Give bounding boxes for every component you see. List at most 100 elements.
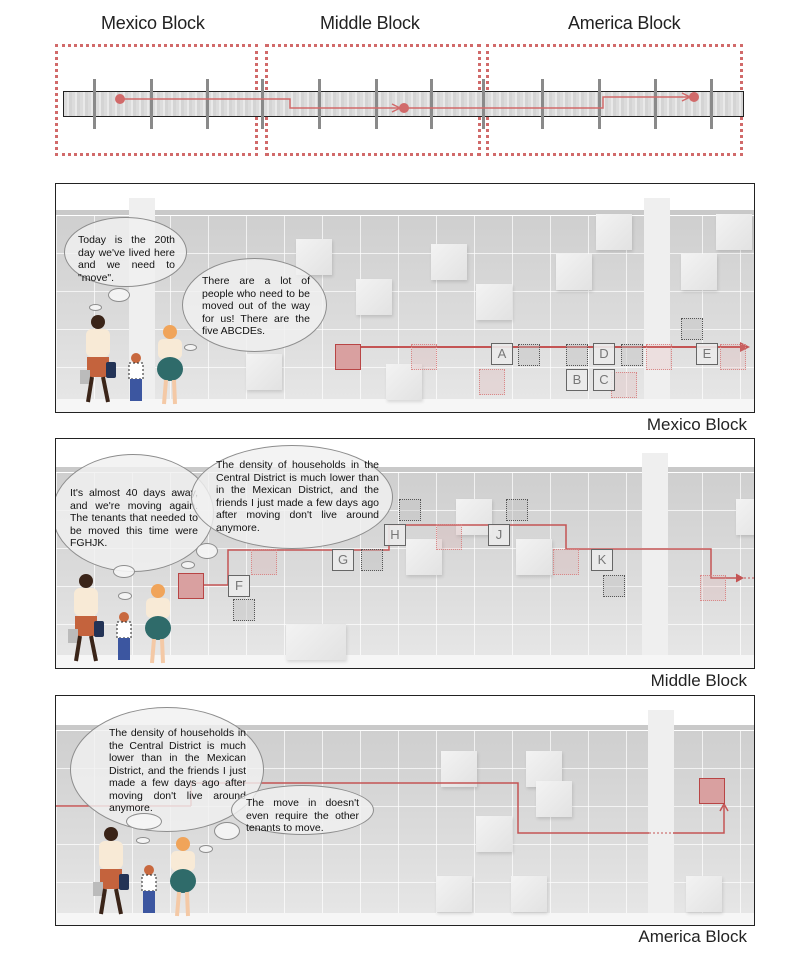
column-tick <box>375 79 378 129</box>
vacated-unit <box>646 344 672 370</box>
tenant-c: C <box>593 369 615 391</box>
roof-line <box>56 725 754 730</box>
unit-tile <box>286 624 346 660</box>
column-tick <box>482 79 485 129</box>
overview-title-mexico: Mexico Block <box>101 13 205 33</box>
tenant-d: D <box>593 343 615 365</box>
unit-tile <box>596 214 632 250</box>
floor <box>56 399 754 412</box>
vacated-unit <box>251 549 277 575</box>
vacated-unit <box>479 369 505 395</box>
thought-puff <box>181 561 195 569</box>
end-dot <box>689 92 699 102</box>
panel-label-middle: Middle Block <box>650 671 747 690</box>
panel-label-mexico: Mexico Block <box>646 415 747 434</box>
tenant-f: F <box>228 575 250 597</box>
roof-line <box>56 467 754 472</box>
structural-column <box>642 453 668 655</box>
column-tick <box>93 79 96 129</box>
speech-bubble <box>56 454 214 572</box>
unit-tile <box>441 751 477 787</box>
thought-puff <box>126 813 162 830</box>
tenant-b: B <box>566 369 588 391</box>
bubble-text: The density of households in the Central… <box>216 459 379 534</box>
tenant-h-target <box>399 499 421 521</box>
panel-middle: F G H J K It's almost 40 days away, and … <box>55 438 755 669</box>
route-line <box>356 346 748 348</box>
tenant-e-target <box>681 318 703 340</box>
unit-tile <box>476 284 512 320</box>
unit-tile <box>716 214 752 250</box>
tenant-g-target <box>361 549 383 571</box>
bubble-text: Today is the 20th day we've lived here a… <box>78 234 175 284</box>
overview-title-america: America Block <box>568 13 681 33</box>
tenant-h: H <box>384 524 406 546</box>
route-line <box>204 524 754 586</box>
speech-bubble <box>64 217 187 287</box>
thought-puff <box>184 344 197 351</box>
origin-home <box>178 573 204 599</box>
roof-line <box>56 210 754 215</box>
tenant-g: G <box>332 549 354 571</box>
unit-tile <box>516 539 552 575</box>
thought-puff <box>196 543 218 559</box>
thought-puff <box>108 288 130 302</box>
structural-column <box>648 710 674 913</box>
unit-tile <box>736 499 754 535</box>
vacated-unit <box>411 344 437 370</box>
family-illustration <box>68 574 171 664</box>
column-tick <box>598 79 601 129</box>
bubble-text: The move in doesn't even require the oth… <box>246 797 359 834</box>
tenant-k: K <box>591 549 613 571</box>
unit-tile <box>556 254 592 290</box>
speech-bubble <box>191 445 393 549</box>
tenant-k-target <box>603 575 625 597</box>
panel-america: The density of households in the Central… <box>55 695 755 926</box>
family-illustration <box>93 827 196 917</box>
speech-bubble <box>231 785 374 835</box>
unit-tile <box>431 244 467 280</box>
floor <box>56 655 754 668</box>
tenant-b-target <box>566 344 588 366</box>
unit-tile <box>686 876 722 912</box>
column-tick <box>710 79 713 129</box>
overview-route <box>115 92 699 113</box>
unit-tile <box>511 876 547 912</box>
vacated-unit <box>436 524 462 550</box>
column-tick <box>654 79 657 129</box>
column-tick <box>261 79 264 129</box>
thought-puff <box>199 845 213 853</box>
bubble-text: The density of households in the Central… <box>109 727 246 814</box>
middle-dot <box>399 103 409 113</box>
start-dot <box>115 94 125 104</box>
speech-bubble <box>182 258 327 352</box>
thought-puff <box>214 822 240 840</box>
origin-home <box>335 344 361 370</box>
bubble-text: It's almost 40 days away, and we're movi… <box>70 487 198 549</box>
panel-label-america: America Block <box>638 927 747 946</box>
tenant-d-target <box>621 344 643 366</box>
unit-tile <box>536 781 572 817</box>
unit-tile <box>681 254 717 290</box>
tenant-f-target <box>233 599 255 621</box>
column-tick <box>206 79 209 129</box>
unit-tile <box>436 876 472 912</box>
unit-tile <box>386 364 422 400</box>
unit-tile <box>356 279 392 315</box>
floor <box>56 913 754 925</box>
thought-puff <box>118 592 132 600</box>
column-tick <box>150 79 153 129</box>
column-tick <box>318 79 321 129</box>
unit-tile <box>246 354 282 390</box>
thought-puff <box>113 565 135 578</box>
tenant-a-target <box>518 344 540 366</box>
tenant-j: J <box>488 524 510 546</box>
structural-column <box>644 198 670 399</box>
family-illustration <box>80 315 183 405</box>
tenant-a: A <box>491 343 513 365</box>
column-tick <box>430 79 433 129</box>
panel-mexico: A B C D E Today is the 20th day we've li… <box>55 183 755 413</box>
unit-tile <box>476 816 512 852</box>
destination-home <box>699 778 725 804</box>
unit-tile <box>456 499 492 535</box>
